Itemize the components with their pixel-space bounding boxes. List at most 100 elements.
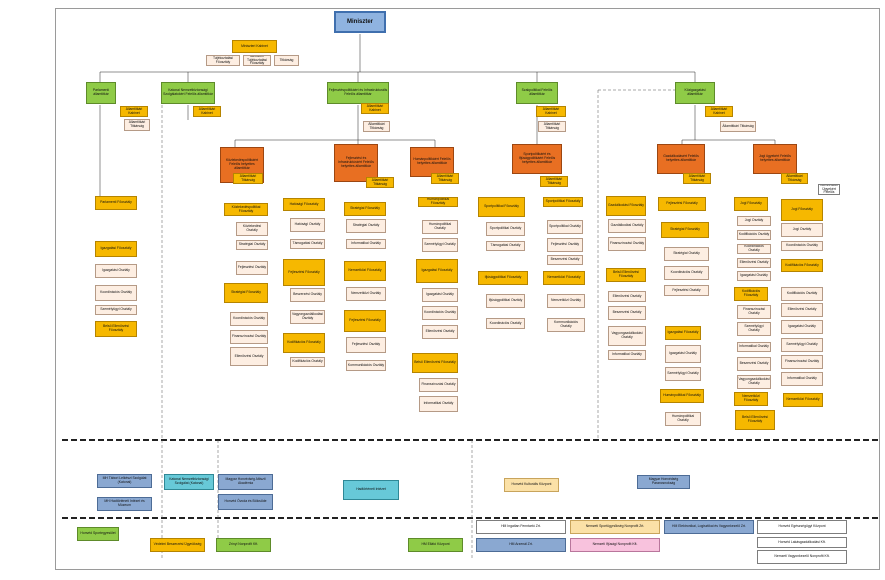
legal-right-unit-7-box: Finanszírozási Osztály (781, 355, 823, 369)
finance-unit-12-box: Humánpolitikai Osztály (665, 412, 701, 426)
legal-right-unit-6-box: Személyügyi Osztály (781, 338, 823, 352)
sport-unit-5-box: Beszerzési Osztály (547, 255, 583, 265)
kindergarten-box: Honvéd Óvoda és Bölcsőde (218, 494, 273, 510)
legal-unit-6-box: Finanszírozási Osztály (737, 305, 771, 319)
housing-box: Honvéd Lakásgazdálkodási Kft. (757, 537, 847, 548)
deputy-human-box: Humánpolitikáért Felelős helyettes állam… (410, 147, 454, 177)
legal-unit-9-box: Beszerzési Osztály (737, 357, 771, 371)
administrative-state-secretary-box: Közigazgatási államtitkár (675, 82, 715, 104)
finance-dept-3-box: Fejlesztési Főosztály (658, 197, 706, 211)
deputy-a-secretariat-box: Államtitkári Titkárság (233, 173, 263, 184)
deputy-d-secretariat-box: Államtitkári Titkárság (540, 176, 568, 187)
minister-cabinet-box: Miniszteri Kabinet (232, 40, 277, 53)
human-unit-4-box: Koordinációs Osztály (422, 306, 458, 320)
military-state-secretary-box: Katonai Nemzetbiztonsági Szolgálatokért … (161, 82, 215, 104)
parliamentary-state-secretary-box: Parlamenti államtitkár (86, 82, 116, 104)
strategy-dept-2-box: Nemzetközi Főosztály (344, 261, 386, 281)
legal-right-unit-4-box: Ellenőrzési Osztály (781, 303, 823, 317)
authority-unit-4-box: Vagyongazdálkodási Osztály (290, 310, 325, 324)
legal-dept-box: Jogi Főosztály (734, 197, 768, 211)
asset-manager-box: Nemzeti Vagyonkezelő Nonprofit Kft. (757, 550, 847, 564)
finance-dept-2-box: Belső Ellenőrzési Főosztály (606, 268, 646, 282)
health-center-box: Honvéd Egészségügyi Központ (757, 520, 847, 534)
transport-unit-2-box: Stratégiai Osztály (236, 240, 268, 250)
human-unit-5-box: Ellenőrzési Osztály (422, 325, 458, 339)
parliament-department-box: Parlamenti Főosztály (95, 196, 137, 210)
administrative-cabinet-box: Államtitkári Kabinet (705, 106, 733, 117)
sport-unit-4-box: Fejlesztési Osztály (547, 238, 583, 252)
information-department-box: Tájékoztatási Főosztály (206, 55, 240, 66)
cultural-center-box: Honvéd Kulturális Központ (504, 478, 559, 492)
finance-unit-7-box: Stratégiai Osztály (664, 247, 709, 261)
finance-unit-11-box: Személyügyi Osztály (665, 367, 701, 381)
finance-unit-5-box: Vagyongazdálkodási Osztály (608, 326, 646, 346)
legal-right-unit-1-box: Jogi Osztály (781, 223, 823, 237)
finance-unit-8-box: Koordinációs Osztály (664, 266, 709, 280)
transport-dept-box: Közlekedéspolitikai Főosztály (224, 203, 268, 216)
development-secretariat-box: Államtitkári Titkárság (363, 121, 390, 132)
real-estate-box: HM Ingatlan Fenntartó Zrt. (476, 520, 566, 534)
parl-unit-1-box: Igazgatási Osztály (95, 264, 137, 278)
human-unit-7-box: Informatikai Osztály (419, 396, 458, 412)
arsenal-box: HM Arzenál Zrt. (476, 538, 566, 552)
defense-procurement-box: Védelmi Beszerzési Ügynökség (150, 538, 205, 552)
finance-unit-9-box: Fejlesztési Osztály (664, 285, 709, 296)
sport-unit-1-box: Sportpolitikai Osztály (486, 222, 525, 236)
international-box: Nemzetközi Ügyekért Felelős (818, 184, 840, 195)
legal-right-unit-3-box: Kodifikációs Osztály (781, 287, 823, 301)
supply-center-box: HM Ellátó Központ (408, 538, 463, 552)
legal-right-dept-3-box: Nemzetközi Főosztály (783, 393, 823, 407)
legal-right-unit-8-box: Informatikai Osztály (781, 372, 823, 386)
finance-dept-4-box: Stratégiai Főosztály (661, 222, 709, 238)
finance-unit-6-box: Informatikai Osztály (608, 350, 646, 360)
authority-dept-box: Hatósági Főosztály (283, 198, 325, 211)
legal-dept-2-box: Kodifikációs Főosztály (734, 287, 768, 301)
sport-dept-3-box: Nemzetközi Főosztály (543, 271, 585, 285)
finance-unit-4-box: Beszerzési Osztály (608, 306, 646, 320)
mh-chaplaincy-box: MH Tábori Lelkészi Szolgálat (Katonai) (97, 474, 152, 488)
legal-unit-3-box: Koordinációs Osztály (737, 244, 771, 254)
legal-right-dept-2-box: Kodifikációs Főosztály (781, 259, 823, 272)
parl-unit-2-box: Koordinációs Osztály (95, 285, 137, 301)
human-unit-3-box: Igazgatási Osztály (422, 288, 458, 302)
legal-unit-8-box: Informatikai Osztály (737, 342, 771, 352)
legal-unit-1-box: Jogi Osztály (737, 216, 771, 226)
secretariat-box: Titkárság (274, 55, 299, 66)
human-unit-1-box: Humánpolitikai Osztály (422, 220, 458, 234)
human-unit-6-box: Finanszírozási Osztály (419, 378, 458, 392)
transport-dept-2-box: Stratégiai Főosztály (224, 283, 268, 303)
sport-agency-box: Nemzeti Sportügynökség Nonprofit Zrt. (570, 520, 660, 534)
legal-right-unit-5-box: Igazgatási Osztály (781, 320, 823, 334)
strategy-dept-box: Stratégiai Főosztály (344, 202, 386, 216)
youth-unit-2-box: Koordinációs Osztály (486, 318, 525, 329)
transport-unit-1-box: Közlekedési Osztály (236, 222, 268, 236)
youth-dept-box: Ifjúságpolitikai Főosztály (478, 271, 528, 285)
finance-unit-2-box: Finanszírozási Osztály (608, 237, 646, 251)
legal-unit-5-box: Igazgatási Osztály (737, 271, 771, 281)
finance-dept-5-box: Igazgatási Főosztály (665, 326, 701, 340)
electronics-box: HM Elektronikai, Logisztikai és Vagyonke… (664, 520, 754, 534)
minister-box: Miniszter (334, 11, 386, 33)
legal-unit-7-box: Személyügyi Osztály (737, 322, 771, 336)
human-dept-box: Humánpolitikai Főosztály (418, 197, 458, 207)
sport-dept-2-box: Sportpolitikai Főosztály (543, 197, 583, 207)
legal-right-unit-2-box: Koordinációs Osztály (781, 241, 823, 251)
development-cabinet-box: Államtitkári Kabinet (361, 103, 389, 114)
finance-unit-10-box: Igazgatási Osztály (665, 345, 701, 363)
strategy-unit-2-box: Informatikai Osztály (346, 239, 386, 249)
history-institute-box: Hadtörténeti Intézet (343, 480, 399, 500)
sport-dept-box: Sportpolitikai Főosztály (478, 197, 525, 217)
strategy-unit-5-box: Kommunikációs Osztály (346, 360, 386, 371)
legal-right-dept-box: Jogi Főosztály (781, 199, 823, 221)
legal-dept-4-box: Belső Ellenőrzési Főosztály (735, 410, 775, 430)
transport-unit-5-box: Finanszírozási Osztály (230, 330, 268, 344)
parliament-cabinet-box: Államtitkári Kabinet (120, 106, 148, 117)
transport-unit-6-box: Ellenőrzési Osztály (230, 347, 268, 366)
parl-unit-3-box: Személyügyi Osztály (95, 305, 137, 315)
military-security-box: Katonai Nemzetbiztonsági Szolgálat (Kato… (164, 474, 214, 490)
sports-club-box: Honvéd Sportegyesület (77, 527, 119, 541)
strategy-dept-3-box: Fejlesztési Főosztály (344, 310, 386, 332)
mh-military-history-box: MH Hadtörténeti Intézet és Múzeum (97, 497, 152, 511)
command-box: Magyar Honvédség Parancsnokság (637, 475, 690, 489)
policy-secretariat-box: Államtitkári Titkárság (538, 121, 566, 132)
